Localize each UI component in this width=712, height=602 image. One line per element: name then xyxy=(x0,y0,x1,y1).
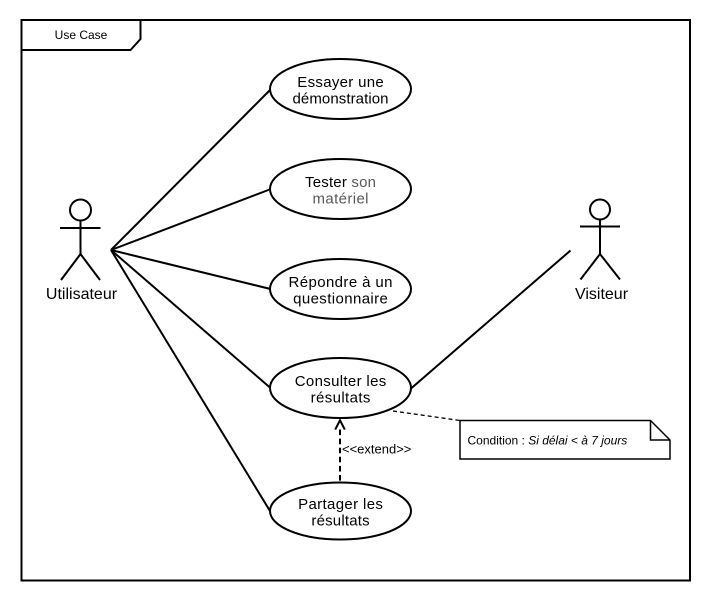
svg-text:matériel: matériel xyxy=(313,190,369,207)
svg-text:Use Case: Use Case xyxy=(55,28,108,42)
svg-text:résultats: résultats xyxy=(311,512,369,529)
svg-text:Répondre à un: Répondre à un xyxy=(289,274,393,291)
svg-text:Tester son: Tester son xyxy=(305,174,376,191)
svg-text:Essayer une: Essayer une xyxy=(297,74,384,91)
svg-text:Partager les: Partager les xyxy=(298,496,383,513)
svg-text:démonstration: démonstration xyxy=(293,90,389,107)
svg-text:questionnaire: questionnaire xyxy=(293,290,388,307)
svg-text:<<extend>>: <<extend>> xyxy=(342,442,411,457)
svg-text:Consulter les: Consulter les xyxy=(295,373,387,390)
svg-text:résultats: résultats xyxy=(311,389,371,406)
svg-text:Condition : Si délai < à 7 jou: Condition : Si délai < à 7 jours xyxy=(468,434,628,448)
svg-text:Visiteur: Visiteur xyxy=(575,286,629,303)
svg-text:Utilisateur: Utilisateur xyxy=(46,286,118,303)
